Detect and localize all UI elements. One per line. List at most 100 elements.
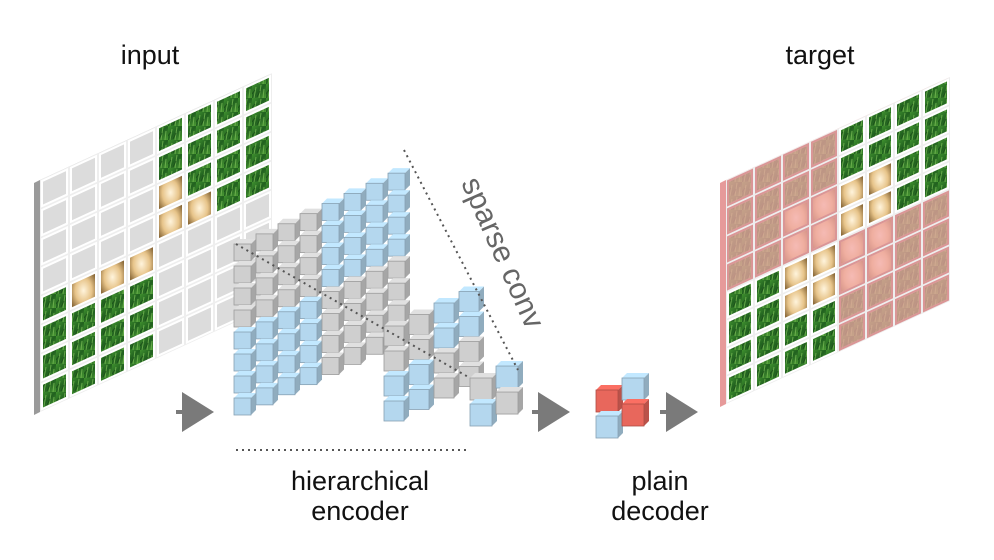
encoder-gray-cube [365, 314, 384, 333]
encoder-gray-cube-side [317, 230, 322, 253]
target-patch [895, 259, 921, 298]
encoder-blue-cube [433, 327, 455, 349]
encoder-blue-cube-side [251, 371, 256, 393]
encoder-gray-cube-side [251, 283, 256, 305]
encoder-blue-cube-side [383, 178, 388, 201]
encoder-gray-cube-top [300, 274, 322, 280]
hierarchical-encoder [233, 149, 523, 451]
visible-patch [839, 200, 865, 240]
decoder-blue-cube [621, 377, 645, 401]
encoder-gray-cube-side [361, 320, 366, 343]
masked-patch [186, 304, 213, 344]
encoder-blue-cube [387, 238, 406, 257]
encoder-gray-cube-side [361, 298, 366, 321]
target-patch [727, 252, 753, 291]
visible-patch [923, 78, 949, 117]
masked-patch [70, 212, 97, 253]
visible-patch [128, 301, 155, 342]
encoder-blue-cube [387, 216, 406, 235]
encoder-blue-cube-side [405, 190, 410, 213]
input-image-panel [34, 73, 272, 415]
visible-patch [923, 106, 949, 145]
visible-patch [99, 344, 126, 384]
encoder-blue-cube-top [300, 296, 322, 302]
encoder-blue-cube-top [366, 222, 388, 228]
encoder-blue-cube-side [317, 362, 322, 385]
visible-patch [867, 188, 893, 227]
encoder-gray-cube [277, 267, 296, 286]
encoder-gray-cube [365, 292, 384, 311]
encoder-gray-cube-side [339, 286, 344, 309]
encoder-gray-cube-top [278, 218, 300, 224]
visible-patch [783, 254, 809, 293]
encoder-gray-cube [383, 350, 405, 372]
decoder-red-cube [621, 403, 645, 427]
visible-patch [70, 328, 97, 369]
encoder-gray-cube [383, 325, 405, 347]
encoder-blue-cube-side [383, 222, 388, 245]
encoder-blue-cube-side [317, 340, 322, 363]
encoder-gray-cube-top [278, 262, 300, 268]
encoder-blue-cube-side [295, 306, 300, 329]
encoder-gray-cube-top [322, 330, 344, 336]
encoder-blue-cube-top [256, 316, 278, 322]
masked-patch [128, 214, 155, 255]
encoder-gray-cube [343, 302, 362, 321]
encoder-gray-cube [233, 309, 252, 328]
encoder-blue-cube-top [459, 286, 484, 292]
encoder-blue-cube-side [273, 338, 278, 361]
encoder-blue-cube [365, 182, 384, 201]
encoder-gray-cube-top [300, 230, 322, 236]
decoder-blue-cube-top [622, 373, 649, 378]
visible-patch [867, 104, 893, 143]
visible-patch [783, 338, 809, 377]
encoder-blue-cube-side [361, 254, 366, 277]
encoder-blue-cube-side [251, 327, 256, 349]
encoder-blue-cube-top [322, 264, 344, 270]
visible-patch [215, 116, 242, 157]
encoder-gray-cube-side [295, 284, 300, 307]
encoder-blue-cube [365, 248, 384, 267]
hierarchical-encoder-label: hierarchical encoder [260, 466, 460, 526]
target-patch [727, 196, 753, 235]
encoder-gray-cube [299, 213, 318, 232]
encoder-gray-cube [343, 346, 362, 365]
masked-patch [157, 259, 184, 300]
panel-surface [726, 76, 950, 405]
visible-patch [839, 144, 865, 184]
encoder-gray-cube-side [429, 309, 434, 335]
encoder-blue-cube-side [361, 232, 366, 255]
visible-patch [186, 130, 213, 170]
encoder-blue-cube [387, 172, 406, 191]
encoder-gray-cube-side [404, 346, 409, 371]
masked-patch [157, 288, 184, 329]
encoder-blue-cube-top [344, 232, 366, 238]
encoder-blue-cube [277, 355, 296, 374]
visible-patch [215, 145, 242, 186]
encoder-gray-cube-top [278, 240, 300, 246]
encoder-gray-cube [387, 304, 406, 323]
decoder-red-cube-side [644, 399, 649, 426]
visible-patch [70, 357, 97, 398]
encoder-gray-cube [343, 280, 362, 299]
target-patch [811, 185, 837, 225]
encoder-gray-cube-side [518, 387, 523, 415]
encoder-blue-cube-top [300, 340, 322, 346]
decoder-red-cube [595, 389, 619, 413]
encoder-blue-cube [387, 194, 406, 213]
encoder-blue-cube [277, 377, 296, 396]
visible-patch [727, 280, 753, 319]
masked-patch [128, 156, 155, 197]
encoder-gray-cube-side [251, 305, 256, 327]
encoder-blue-cube-top [409, 359, 434, 365]
visible-patch [811, 325, 837, 365]
encoder-gray-cube-top [344, 276, 366, 282]
visible-patch [41, 284, 68, 324]
visible-patch [244, 161, 271, 202]
masked-patch [186, 217, 213, 257]
encoder-blue-cube-top [322, 220, 344, 226]
encoder-gray-cube [321, 313, 340, 331]
target-patch [839, 256, 865, 296]
encoder-blue-cube-side [317, 296, 322, 319]
encoder-blue-cube [299, 323, 318, 342]
